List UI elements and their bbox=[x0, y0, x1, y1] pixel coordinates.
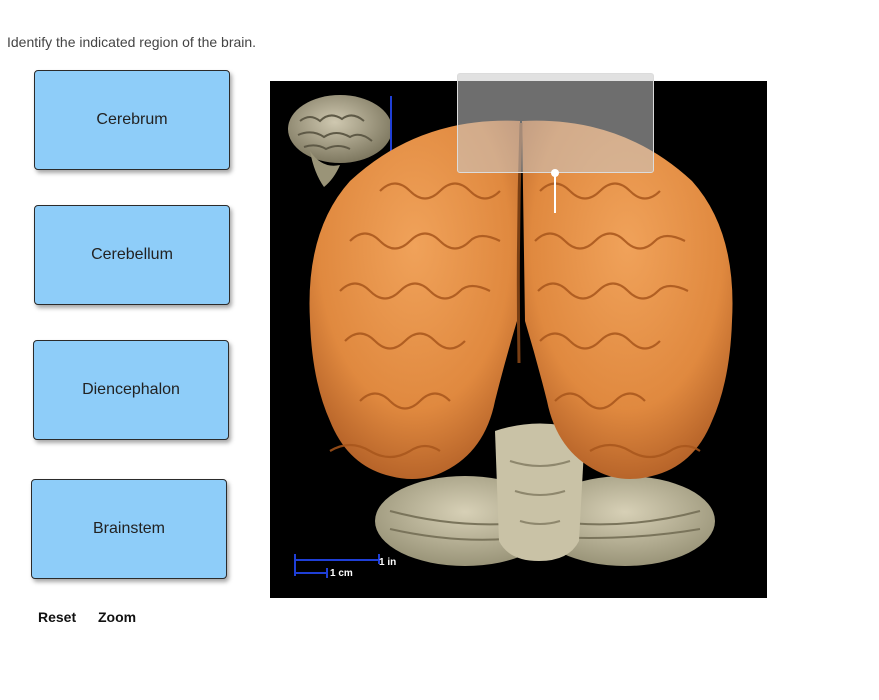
answer-drop-target[interactable] bbox=[457, 73, 654, 173]
indicator-pin-line bbox=[554, 173, 556, 213]
brain-illustration bbox=[288, 95, 733, 578]
zoom-button[interactable]: Zoom bbox=[98, 609, 137, 625]
scale-cm-label: 1 cm bbox=[330, 568, 353, 579]
cerebrum-shape bbox=[309, 120, 733, 480]
answer-brainstem[interactable]: Brainstem bbox=[31, 479, 227, 579]
answer-cerebrum[interactable]: Cerebrum bbox=[34, 70, 230, 170]
scale-in-label: 1 in bbox=[379, 557, 397, 568]
thumbnail-marker bbox=[390, 96, 392, 161]
answer-label: Diencephalon bbox=[82, 381, 180, 398]
answer-label: Cerebrum bbox=[96, 111, 168, 128]
question-prompt: Identify the indicated region of the bra… bbox=[7, 34, 257, 50]
answer-cerebellum[interactable]: Cerebellum bbox=[34, 205, 230, 305]
indicator-pin-dot bbox=[551, 169, 559, 177]
thumbnail-brain bbox=[288, 95, 392, 187]
scale-bar bbox=[294, 554, 380, 578]
reset-button[interactable]: Reset bbox=[38, 609, 77, 625]
answer-diencephalon[interactable]: Diencephalon bbox=[33, 340, 229, 440]
answer-label: Cerebellum bbox=[91, 246, 173, 263]
brainstem-shape bbox=[495, 423, 585, 561]
answer-label: Brainstem bbox=[92, 520, 166, 537]
